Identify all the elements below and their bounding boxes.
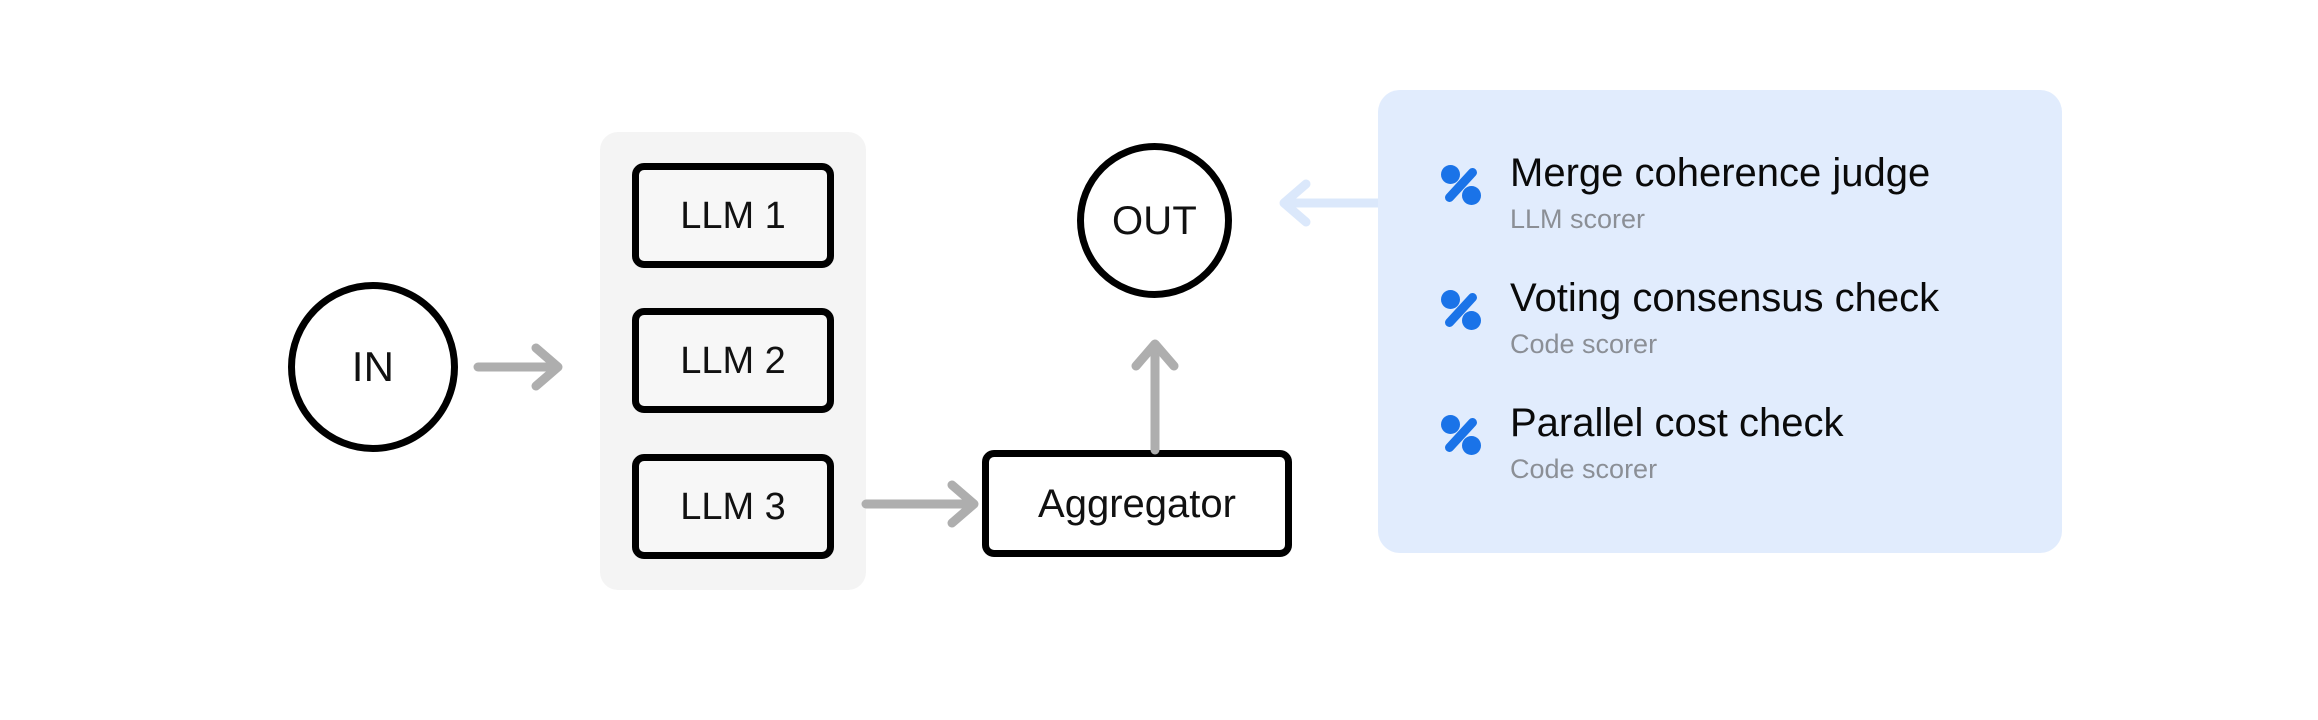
aggregator-node-label: Aggregator xyxy=(1038,481,1236,526)
scorer-text-group: Parallel cost check Code scorer xyxy=(1510,400,1843,485)
llm-box[interactable]: LLM 2 xyxy=(632,308,834,413)
scorer-kind: Code scorer xyxy=(1510,329,1658,359)
input-node-label: IN xyxy=(351,343,395,390)
scorer-text-group: Merge coherence judge LLM scorer xyxy=(1510,150,1930,235)
scorer-name: Merge coherence judge xyxy=(1510,151,1931,195)
scorer-name: Parallel cost check xyxy=(1510,401,1844,445)
percent-scorer-icon xyxy=(1441,290,1481,330)
scorer-list-item[interactable]: Voting consensus check Code scorer xyxy=(1438,275,2062,400)
llm-box-label: LLM 1 xyxy=(680,194,786,237)
scorers-panel: Merge coherence judge LLM scorer Voting … xyxy=(1378,90,2062,553)
scorer-list-item[interactable]: Parallel cost check Code scorer xyxy=(1438,400,2062,525)
parallel-llm-group: LLM 1 LLM 2 LLM 3 xyxy=(600,132,866,590)
llm-box-label: LLM 2 xyxy=(680,339,786,382)
edge-scorers-to-out xyxy=(1279,179,1385,227)
scorer-name: Voting consensus check xyxy=(1510,276,1940,320)
scorer-kind: Code scorer xyxy=(1510,454,1658,484)
edge-llm3-to-aggregator xyxy=(861,480,979,528)
llm-box[interactable]: LLM 1 xyxy=(632,163,834,268)
output-node-label: OUT xyxy=(1111,198,1198,243)
percent-scorer-icon xyxy=(1441,165,1481,205)
scorer-text-group: Voting consensus check Code scorer xyxy=(1510,275,1939,360)
input-node[interactable]: IN xyxy=(288,282,458,452)
scorer-list-item[interactable]: Merge coherence judge LLM scorer xyxy=(1438,150,2062,275)
edge-aggregator-to-out xyxy=(1131,339,1179,455)
edge-in-to-llm-stack xyxy=(473,343,563,391)
percent-scorer-icon xyxy=(1441,415,1481,455)
aggregator-node[interactable]: Aggregator xyxy=(982,450,1292,557)
output-node[interactable]: OUT xyxy=(1077,143,1232,298)
llm-box-label: LLM 3 xyxy=(680,485,786,528)
llm-box[interactable]: LLM 3 xyxy=(632,454,834,559)
scorer-kind: LLM scorer xyxy=(1510,204,1646,234)
